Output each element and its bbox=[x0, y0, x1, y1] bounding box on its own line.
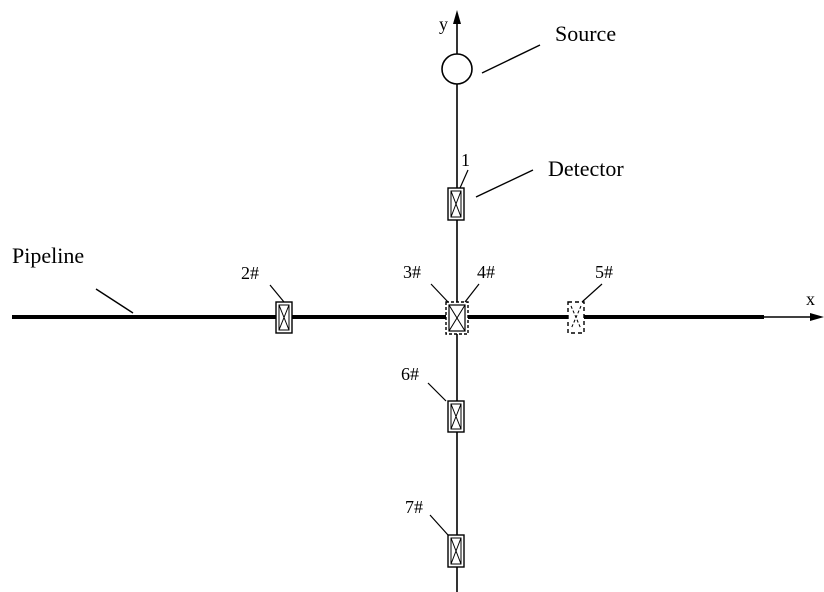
detector-5 bbox=[567, 301, 585, 334]
det4-leader bbox=[464, 283, 480, 303]
det7-leader bbox=[429, 514, 449, 536]
det3-leader bbox=[430, 283, 449, 303]
detector-6 bbox=[447, 400, 465, 433]
det4-label: 4# bbox=[477, 262, 495, 282]
det2-label: 2# bbox=[241, 263, 259, 283]
detector-3-4 bbox=[445, 301, 469, 335]
detector-2 bbox=[275, 301, 293, 334]
det1-leader bbox=[459, 169, 469, 189]
pipeline-label: Pipeline bbox=[12, 243, 84, 268]
y-axis-label: y bbox=[439, 14, 448, 34]
source-leader-line bbox=[481, 44, 541, 74]
det1-label: 1 bbox=[461, 150, 470, 170]
det6-label: 6# bbox=[401, 364, 419, 384]
detector-label: Detector bbox=[548, 156, 624, 181]
detector-7 bbox=[447, 534, 465, 568]
det5-label: 5# bbox=[595, 262, 613, 282]
x-axis-arrow bbox=[810, 313, 824, 321]
source-circle bbox=[441, 53, 473, 85]
det3-label: 3# bbox=[403, 262, 421, 282]
y-axis-arrow bbox=[453, 10, 461, 24]
det5-leader bbox=[581, 283, 603, 303]
x-axis-label: x bbox=[806, 289, 815, 309]
det7-label: 7# bbox=[405, 497, 423, 517]
det2-leader bbox=[269, 284, 285, 303]
pipeline-leader-line bbox=[95, 288, 134, 314]
detector-1 bbox=[447, 187, 465, 221]
source-label: Source bbox=[555, 21, 616, 46]
det6-leader bbox=[427, 382, 447, 402]
detector-leader-line bbox=[475, 169, 534, 198]
